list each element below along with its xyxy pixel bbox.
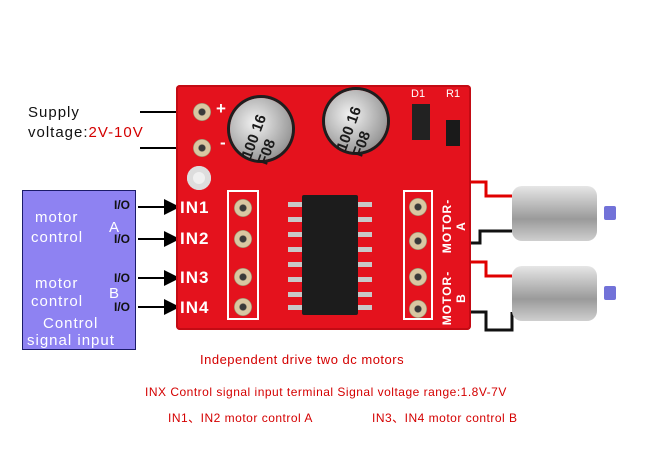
in1-label: IN1 [180, 198, 210, 217]
mounting-hole [187, 166, 211, 190]
ic-pin [358, 305, 372, 310]
motor-a-pad-1 [409, 198, 427, 216]
in1-pad [234, 199, 252, 217]
ic-pin [288, 247, 302, 252]
supply-plus-pad [193, 103, 211, 121]
in3-pad [234, 268, 252, 286]
ic-pin [288, 202, 302, 207]
caption-signal-range: INX Control signal input terminal Signal… [145, 385, 507, 399]
motor-a-letter: A [109, 219, 121, 236]
ic-pin [358, 232, 372, 237]
motor-a-text-2: control [31, 229, 84, 246]
supply-label-line2: voltage:2V-10V [28, 124, 144, 141]
io-label-2: I/O [114, 232, 131, 246]
motor-b-shaft [604, 286, 616, 300]
motor-b-text-2: control [31, 293, 84, 310]
d1-marking: D1 [411, 88, 426, 100]
io-label-4: I/O [114, 300, 131, 314]
control-footer-1: Control [43, 315, 99, 332]
control-signal-box: motor control A motor control B Control … [22, 190, 136, 350]
in4-label: IN4 [180, 298, 210, 317]
supply-minus-pad [193, 139, 211, 157]
caption-in34: IN3、IN4 motor control B [372, 411, 518, 425]
ic-pin [358, 277, 372, 282]
ic-pin [358, 217, 372, 222]
ic-pin [358, 202, 372, 207]
in2-label: IN2 [180, 229, 210, 248]
diode-d1 [412, 104, 430, 140]
ic-pin [288, 262, 302, 267]
ic-pin [288, 217, 302, 222]
supply-label-prefix: voltage: [28, 124, 89, 141]
motor-a-text-1: motor [35, 209, 79, 226]
ic-pin [288, 277, 302, 282]
motor-b-text-1: motor [35, 275, 79, 292]
motor-b-pad-2 [409, 300, 427, 318]
ic-pin [288, 232, 302, 237]
output-header-outline [403, 190, 433, 320]
supply-voltage-value: 2V-10V [88, 124, 144, 141]
motor-b [512, 266, 597, 321]
motor-a-marking-box: MOTOR-A [440, 190, 468, 253]
control-footer-2: signal input [27, 332, 115, 349]
motor-a-shaft [604, 206, 616, 220]
motor-a-pad-2 [409, 232, 427, 250]
resistor-r1 [446, 120, 460, 146]
ic-pin [358, 292, 372, 297]
supply-label-line1: Supply [28, 104, 80, 121]
motor-b-marking: MOTOR-B [440, 270, 468, 326]
io-label-1: I/O [114, 198, 131, 212]
minus-marking: - [220, 133, 227, 152]
ic-pin [358, 247, 372, 252]
ic-pin [358, 262, 372, 267]
capacitor-2: 100 16 F08 [325, 90, 387, 159]
motor-b-letter: B [109, 285, 121, 302]
in2-pad [234, 230, 252, 248]
in3-label: IN3 [180, 268, 210, 287]
r1-marking: R1 [446, 88, 461, 100]
io-label-3: I/O [114, 271, 131, 285]
ic-pin [288, 292, 302, 297]
caption-in12: IN1、IN2 motor control A [168, 411, 313, 425]
motor-b-pad-1 [409, 268, 427, 286]
motor-b-marking-box: MOTOR-B [440, 262, 468, 325]
motor-a-marking: MOTOR-A [440, 198, 468, 254]
caption-title: Independent drive two dc motors [200, 352, 405, 367]
driver-ic [302, 195, 358, 315]
input-header-outline [227, 190, 259, 320]
motor-a [512, 186, 597, 241]
capacitor-1: 100 16 F08 [230, 98, 292, 167]
ic-pin [288, 305, 302, 310]
in4-pad [234, 298, 252, 316]
plus-marking: + [216, 99, 227, 118]
